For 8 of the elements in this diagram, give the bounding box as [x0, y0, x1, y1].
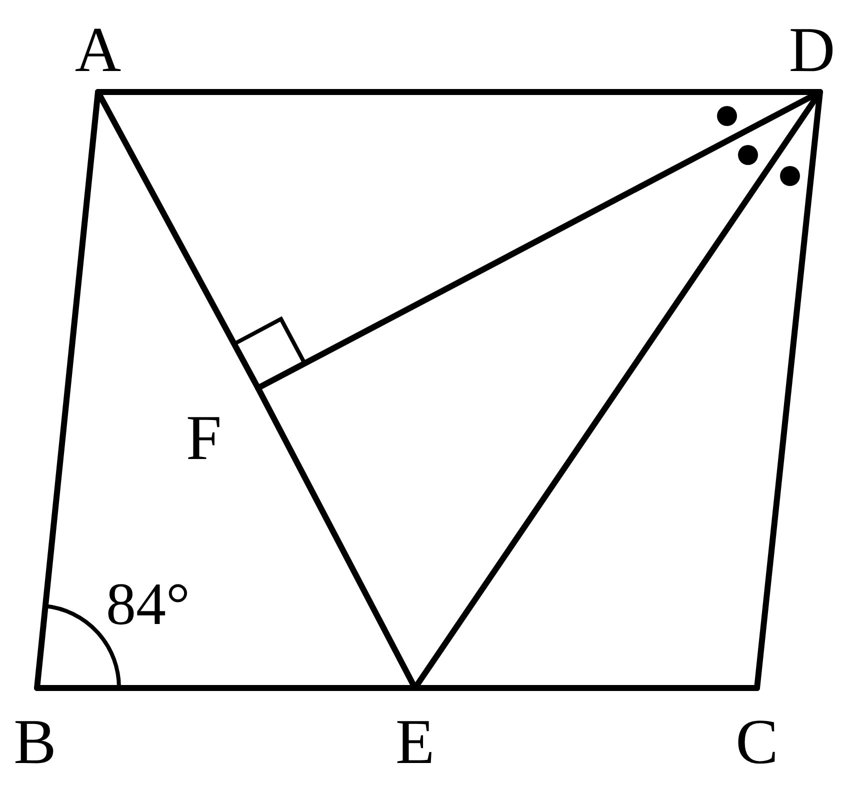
point-label: A [74, 18, 122, 82]
point-label: C [736, 710, 778, 774]
point-label: F [186, 406, 222, 470]
point-label: D [788, 18, 836, 82]
point-label: B [14, 710, 56, 774]
angle-label: 84° [106, 574, 190, 634]
line-segment [95, 89, 261, 391]
point-label: E [395, 710, 435, 774]
